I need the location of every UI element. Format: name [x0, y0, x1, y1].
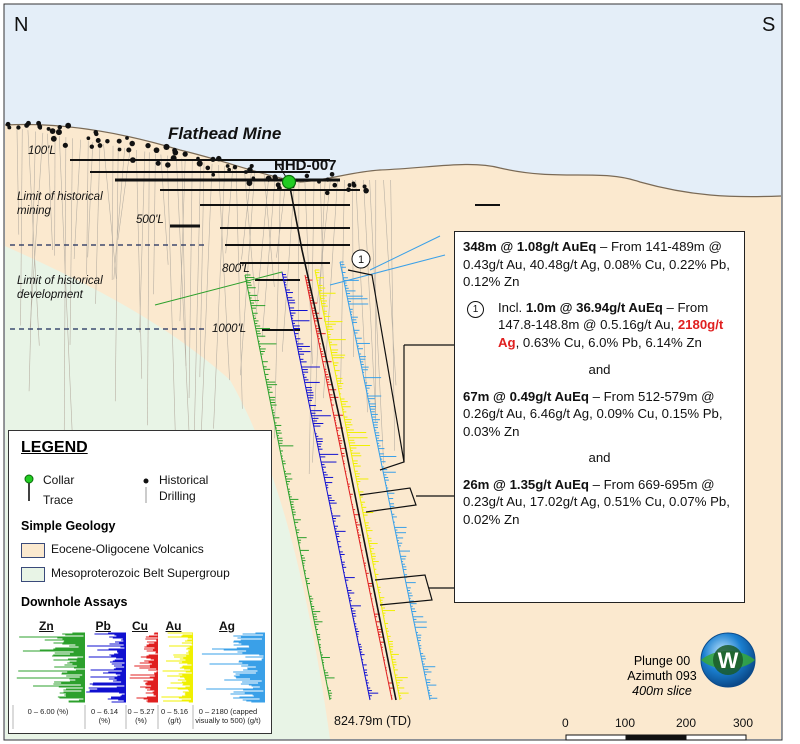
logo-letter: W — [718, 648, 739, 673]
level-800: 800'L — [222, 263, 250, 275]
assay-legend-ag: Ag — [219, 619, 235, 633]
result-interval-2: 67m @ 0.49g/t AuEq – From 512-579m @ 0.2… — [463, 388, 736, 441]
assay-range-au: 0 – 5.16 (g/t) — [160, 707, 189, 725]
downhole-assay-bars — [154, 235, 446, 701]
mine-name: Flathead Mine — [168, 124, 282, 143]
total-depth-label: 824.79m (TD) — [334, 714, 412, 728]
incl-headline: 1.0m @ 36.94g/t AuEq — [525, 299, 663, 315]
level-500: 500'L — [136, 214, 164, 226]
hhd-007-collar — [281, 174, 297, 190]
legend-historical: Historical — [159, 473, 209, 487]
and-2: and — [588, 450, 611, 465]
result-3-detail: – From 669-695m @ 0.23g/t Au, 17.02g/t A… — [463, 476, 730, 527]
scale-100: 100 — [615, 716, 636, 730]
incl-silver-highlight: 2180g/t Ag — [498, 317, 724, 350]
assay-range-pb: 0 – 6.14 (%) — [90, 707, 119, 725]
assay-legend-cu: Cu — [132, 619, 148, 633]
assay-legend-zn: Zn — [39, 619, 54, 633]
plunge-label: Plunge 00 — [633, 654, 691, 668]
incl-detail-a: – From 147.8-148.8m @ 0.5.16g/t Au, — [498, 299, 709, 333]
result-interval-1: 348m @ 1.08g/t AuEq – From 141-489m @ 0.… — [463, 238, 736, 291]
assay-range-cu: 0 – 5.27 (%) — [127, 707, 155, 725]
legend-geo-belt: Mesoproterozoic Belt Supergroup — [51, 566, 230, 580]
legend-drilling: Drilling — [159, 489, 196, 503]
legend-panel: LEGEND Collar Trace Historical Drilling … — [8, 430, 272, 734]
incl-detail-b: , 0.63% Cu, 6.0% Pb, 6.14% Zn — [515, 334, 702, 350]
assay-legend-au: Au — [165, 619, 182, 633]
company-logo — [700, 632, 756, 688]
legend-title: LEGEND — [21, 439, 88, 456]
legend-symbols — [24, 474, 149, 503]
assay-legend-pb: Pb — [95, 619, 111, 633]
legend-assays-title: Downhole Assays — [21, 595, 128, 609]
results-panel: 348m @ 1.08g/t AuEq – From 141-489m @ 0.… — [454, 231, 745, 603]
level-1000: 1000'L — [212, 323, 247, 335]
assay-range-zn: 0 – 6.00 (%) — [27, 707, 69, 716]
assay-range-ag: 0 – 2180 (capped visually to 500) (g/t) — [195, 707, 261, 725]
mine-workings — [70, 159, 500, 331]
view-info: Plunge 00 Azimuth 093 400m slice — [612, 654, 712, 699]
swatch-volcanics — [21, 543, 45, 558]
result-2-detail: – From 512-579m @ 0.26g/t Au, 6.46g/t Ag… — [463, 388, 723, 439]
scale-bar — [565, 734, 747, 741]
interval-brackets — [347, 269, 455, 606]
legend-collar: Collar — [43, 473, 75, 487]
result-3-headline: 26m @ 1.35g/t AuEq — [463, 476, 589, 492]
incl-prefix: Incl. — [498, 299, 526, 315]
scale-0: 0 — [562, 716, 569, 730]
interval-marker-circle — [351, 249, 371, 269]
legend-trace: Trace — [43, 493, 74, 507]
limit-development-note: Limit of historical development — [17, 275, 103, 301]
drillhole-id: HHD-007 — [274, 157, 337, 174]
south-label: S — [762, 14, 776, 36]
and-1: and — [588, 362, 611, 377]
included-marker: 1 — [467, 300, 484, 318]
interval-marker-label: 1 — [358, 254, 364, 266]
legend-geo-volcanics: Eocene-Oligocene Volcanics — [51, 542, 204, 556]
limit-mining-note: Limit of historical mining — [17, 191, 103, 217]
slice-label: 400m slice — [632, 684, 692, 698]
swatch-belt — [21, 567, 45, 582]
result-included-interval: 1 Incl. 1.0m @ 36.94g/t AuEq – From 147.… — [463, 299, 736, 352]
result-1-headline: 348m @ 1.08g/t AuEq — [463, 239, 597, 254]
north-label: N — [14, 14, 29, 36]
historical-collars — [5, 120, 369, 196]
scale-300: 300 — [733, 716, 754, 730]
hhd-007-trace — [288, 181, 397, 701]
legend-geology-title: Simple Geology — [21, 519, 116, 533]
result-2-headline: 67m @ 0.49g/t AuEq — [463, 388, 589, 404]
scale-200: 200 — [676, 716, 697, 730]
result-interval-3: 26m @ 1.35g/t AuEq – From 669-695m @ 0.2… — [463, 476, 736, 529]
level-100: 100'L — [28, 145, 56, 157]
azimuth-label: Azimuth 093 — [627, 669, 697, 683]
result-1-detail: – From 141-489m @ 0.43g/t Au, 40.48g/t A… — [463, 239, 730, 289]
